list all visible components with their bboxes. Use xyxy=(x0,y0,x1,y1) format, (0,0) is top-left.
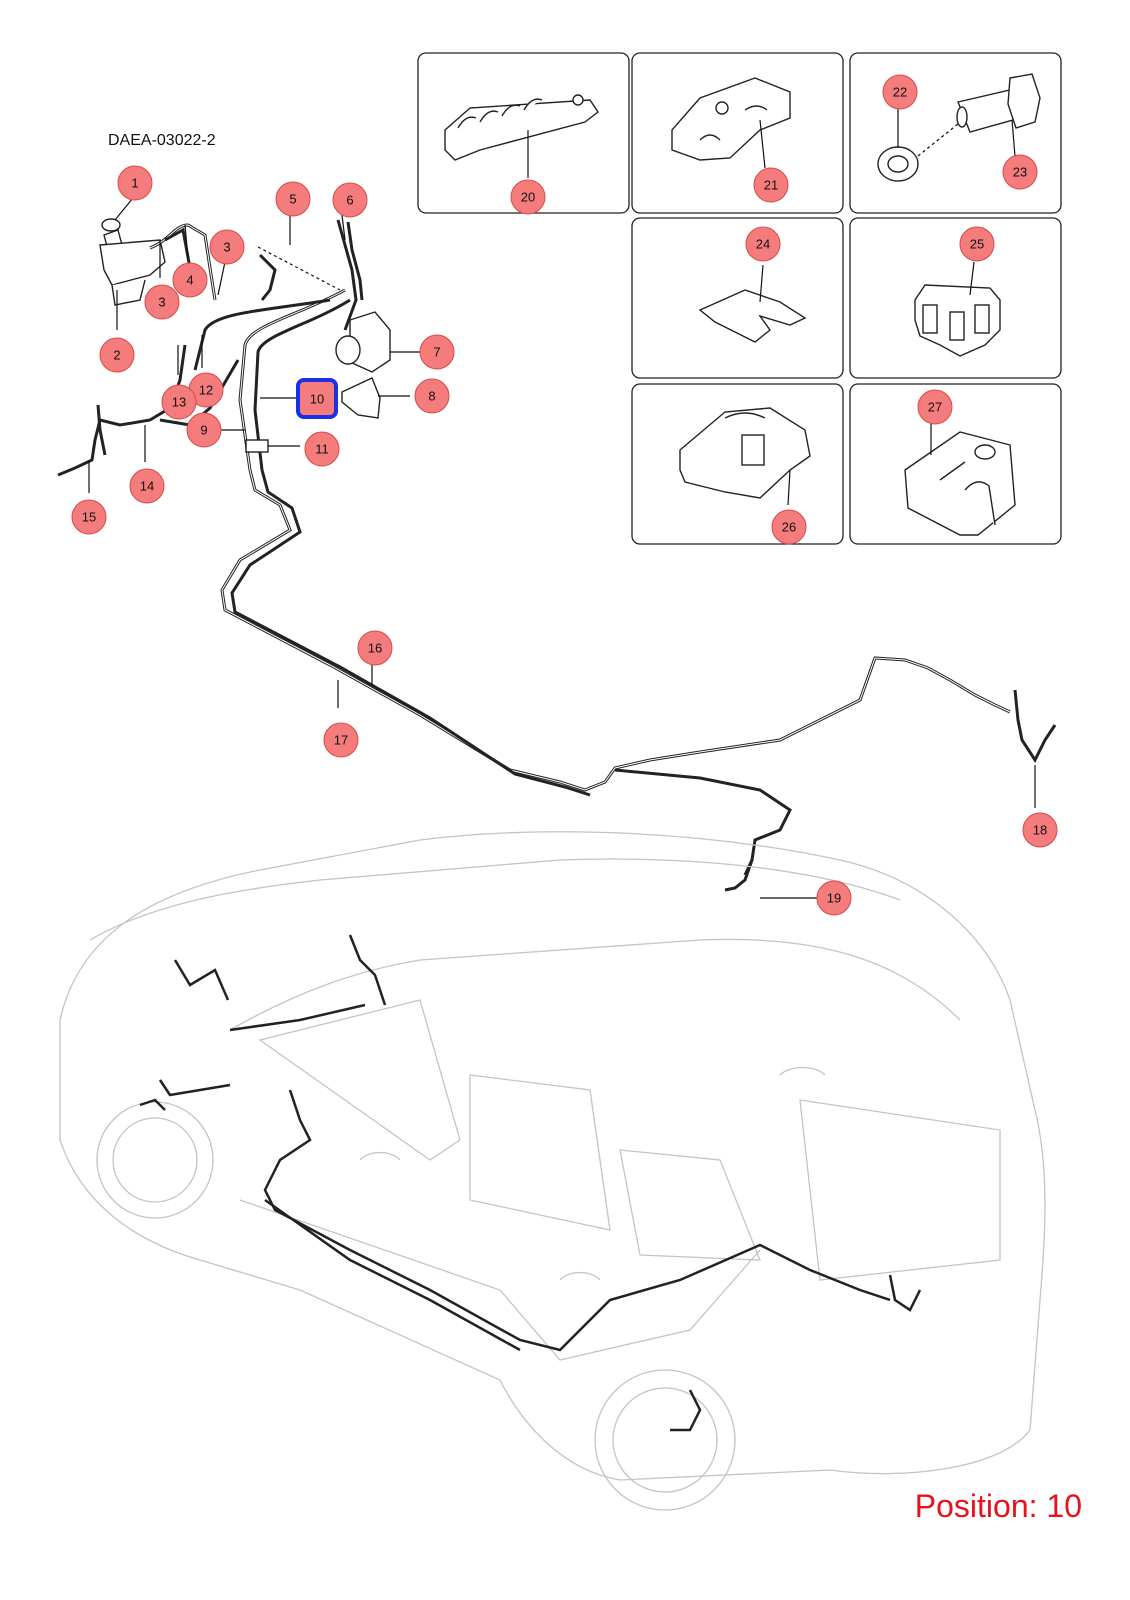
callout-7[interactable]: 7 xyxy=(419,334,455,370)
svg-text:5: 5 xyxy=(289,192,296,207)
vehicle-illustration xyxy=(59,831,1046,1511)
svg-text:2: 2 xyxy=(113,348,120,363)
callout-9[interactable]: 9 xyxy=(186,412,222,448)
callout-6[interactable]: 6 xyxy=(332,182,368,218)
callout-5[interactable]: 5 xyxy=(275,181,311,217)
panel-clip-24[interactable] xyxy=(631,217,844,379)
brake-line-assembly xyxy=(57,218,1057,892)
callout-23[interactable]: 23 xyxy=(1002,154,1038,190)
callout-1[interactable]: 1 xyxy=(117,165,153,201)
callout-2[interactable]: 2 xyxy=(99,337,135,373)
callout-16[interactable]: 16 xyxy=(357,630,393,666)
clip-20-drawing xyxy=(444,99,599,161)
leader-lines xyxy=(88,108,1036,899)
svg-text:18: 18 xyxy=(1033,823,1047,838)
svg-text:27: 27 xyxy=(928,400,942,415)
panel-clip-25[interactable] xyxy=(849,217,1062,379)
svg-text:20: 20 xyxy=(521,190,535,205)
joint-11[interactable] xyxy=(245,439,269,453)
callout-22[interactable]: 22 xyxy=(882,74,918,110)
mounting-bracket[interactable] xyxy=(341,377,381,419)
callout-17[interactable]: 17 xyxy=(323,722,359,758)
svg-text:9: 9 xyxy=(200,423,207,438)
detail-panels xyxy=(417,52,1062,545)
svg-text:6: 6 xyxy=(346,193,353,208)
svg-text:11: 11 xyxy=(315,442,329,457)
callout-12[interactable]: 12 xyxy=(188,372,224,408)
callout-19[interactable]: 19 xyxy=(816,880,852,916)
svg-text:23: 23 xyxy=(1013,165,1027,180)
clip-24-drawing xyxy=(698,289,807,343)
selected-position-label: Position: 10 xyxy=(914,1488,1082,1524)
callout-13[interactable]: 13 xyxy=(161,384,197,420)
svg-text:17: 17 xyxy=(334,733,348,748)
callout-26[interactable]: 26 xyxy=(771,509,807,545)
callout-15[interactable]: 15 xyxy=(71,499,107,535)
callout-3b[interactable]: 3 xyxy=(209,229,245,265)
panel-clip-20[interactable] xyxy=(417,52,630,214)
svg-text:14: 14 xyxy=(140,479,154,494)
svg-text:25: 25 xyxy=(970,237,984,252)
svg-text:13: 13 xyxy=(172,395,186,410)
hydraulic-unit[interactable] xyxy=(335,311,391,373)
svg-text:22: 22 xyxy=(893,85,907,100)
svg-text:24: 24 xyxy=(756,237,770,252)
svg-text:3: 3 xyxy=(223,240,230,255)
callout-20[interactable]: 20 xyxy=(510,179,546,215)
svg-text:10: 10 xyxy=(310,392,324,407)
svg-text:3: 3 xyxy=(158,295,165,310)
callout-3a[interactable]: 3 xyxy=(144,284,180,320)
callout-4[interactable]: 4 xyxy=(172,262,208,298)
svg-text:1: 1 xyxy=(131,176,138,191)
svg-text:26: 26 xyxy=(782,520,796,535)
svg-text:8: 8 xyxy=(428,389,435,404)
svg-text:12: 12 xyxy=(199,383,213,398)
callout-8[interactable]: 8 xyxy=(414,378,450,414)
callout-25[interactable]: 25 xyxy=(959,226,995,262)
callout-24[interactable]: 24 xyxy=(745,226,781,262)
document-code: DAEA-03022-2 xyxy=(108,132,216,149)
svg-text:4: 4 xyxy=(186,273,193,288)
svg-text:19: 19 xyxy=(827,891,841,906)
callout-10-selected[interactable]: 10 xyxy=(296,378,338,419)
svg-text:21: 21 xyxy=(764,178,778,193)
rear-wheel xyxy=(594,1369,736,1511)
callout-21[interactable]: 21 xyxy=(753,167,789,203)
panel-clip-26[interactable] xyxy=(631,383,844,545)
svg-text:16: 16 xyxy=(368,641,382,656)
panel-clip-27[interactable] xyxy=(849,383,1062,545)
panel-clip-21[interactable] xyxy=(631,52,844,214)
front-wheel xyxy=(96,1101,214,1219)
svg-text:7: 7 xyxy=(433,345,440,360)
callout-14[interactable]: 14 xyxy=(129,468,165,504)
callout-27[interactable]: 27 xyxy=(917,389,953,425)
callout-11[interactable]: 11 xyxy=(304,431,340,467)
svg-text:15: 15 xyxy=(82,510,96,525)
callout-18[interactable]: 18 xyxy=(1022,812,1058,848)
callouts: 1 2 3 3 4 5 6 7 8 9 10 11 12 13 14 15 16… xyxy=(71,74,1058,916)
panel-bolt-washer[interactable] xyxy=(849,52,1062,214)
